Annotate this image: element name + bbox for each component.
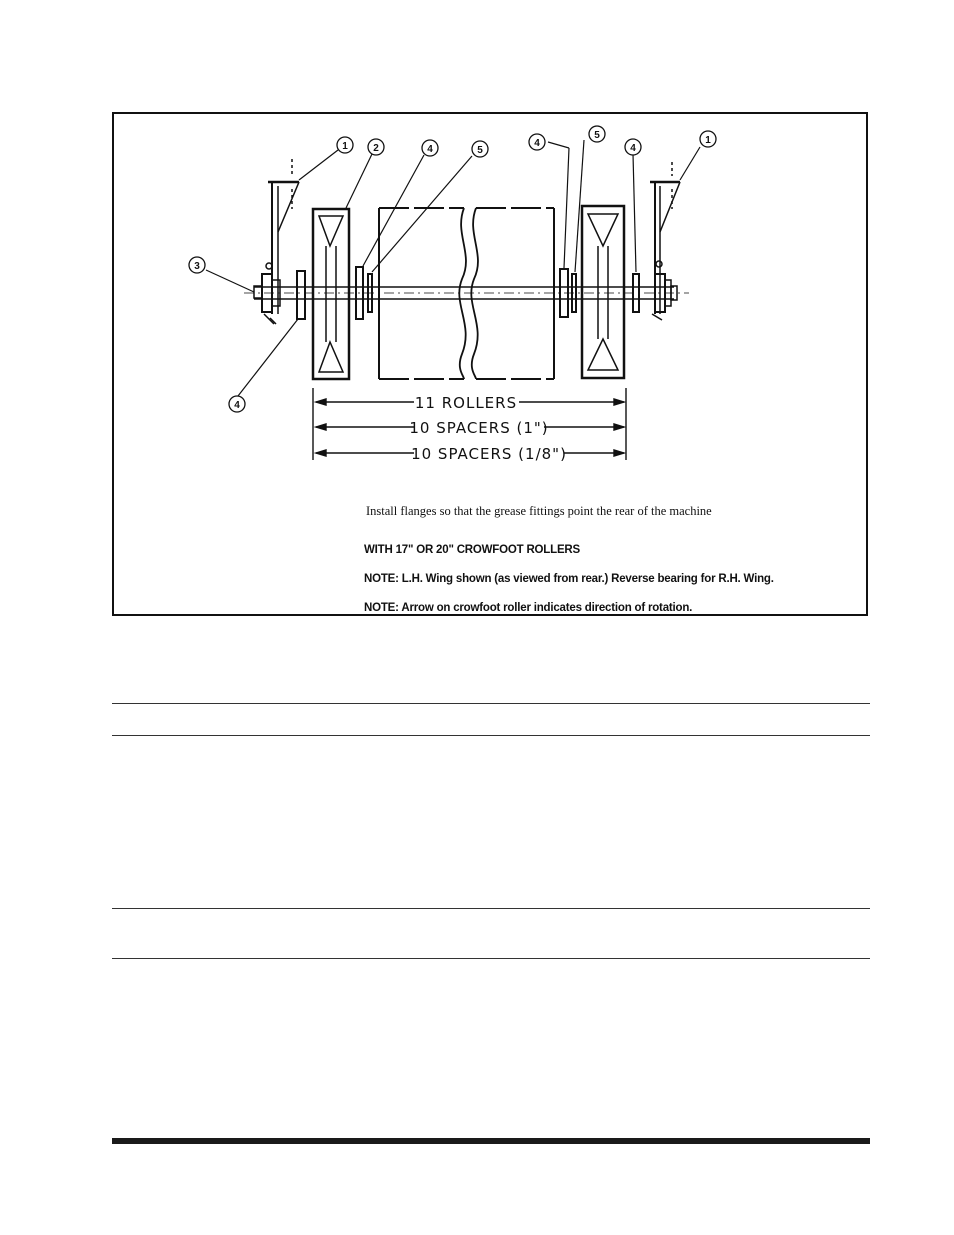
callout-5-right: 5 — [588, 125, 606, 143]
svg-text:2: 2 — [373, 143, 379, 154]
dim-label-spacers-1-8in: 10 SPACERS (1/8") — [411, 445, 567, 463]
svg-text:5: 5 — [594, 130, 600, 141]
left-crowfoot-roller — [311, 207, 351, 381]
svg-text:4: 4 — [234, 400, 240, 411]
svg-text:1: 1 — [342, 141, 348, 152]
table-rule-3 — [112, 908, 870, 909]
spacer-1in-b — [559, 268, 569, 318]
note-lh-wing: NOTE: L.H. Wing shown (as viewed from re… — [364, 573, 774, 585]
callout-4-bottom-left: 4 — [228, 395, 246, 413]
left-bearing — [253, 262, 281, 325]
spacer-1-8in-b — [571, 273, 577, 313]
leader-lines — [205, 139, 701, 397]
dimension-lines — [312, 388, 627, 460]
svg-text:3: 3 — [194, 261, 200, 272]
callout-4-top-left: 4 — [421, 139, 439, 157]
svg-text:5: 5 — [477, 145, 483, 156]
svg-text:4: 4 — [427, 144, 433, 155]
spacer-1in-a — [355, 266, 364, 320]
callout-1-right: 1 — [699, 130, 717, 148]
table-rule-1 — [112, 703, 870, 704]
callout-1-left: 1 — [336, 136, 354, 154]
left-spacer — [296, 270, 306, 320]
right-spacer — [632, 273, 640, 313]
svg-text:4: 4 — [630, 143, 636, 154]
callout-4-top-middle: 4 — [528, 133, 546, 151]
figure-frame: 1 2 4 5 4 5 4 1 3 4 11 ROLLERS 10 SPACER… — [112, 112, 868, 616]
callout-2: 2 — [367, 138, 385, 156]
svg-text:1: 1 — [705, 135, 711, 146]
dim-label-spacers-1in: 10 SPACERS (1") — [409, 419, 548, 437]
callout-3: 3 — [188, 256, 206, 274]
note-arrow-rotation: NOTE: Arrow on crowfoot roller indicates… — [364, 602, 693, 614]
roller-assembly-diagram: 1 2 4 5 4 5 4 1 3 4 11 ROLLERS 10 SPACER… — [188, 125, 717, 463]
right-crowfoot-roller — [580, 204, 626, 380]
svg-text:4: 4 — [534, 138, 540, 149]
callout-4-top-right: 4 — [624, 138, 642, 156]
callouts: 1 2 4 5 4 5 4 1 3 4 — [188, 125, 717, 413]
right-bracket — [650, 162, 681, 314]
spacer-1-8in-a — [367, 273, 373, 313]
note-crowfoot-size: WITH 17" OR 20" CROWFOOT ROLLERS — [364, 544, 580, 556]
dim-label-rollers: 11 ROLLERS — [415, 394, 517, 412]
footer-bar — [112, 1138, 870, 1144]
right-bearing — [651, 260, 678, 321]
install-instruction: Install flanges so that the grease fitti… — [366, 504, 712, 518]
table-rule-4 — [112, 958, 870, 959]
table-rule-2 — [112, 735, 870, 736]
axle — [244, 286, 689, 300]
callout-5-left: 5 — [471, 140, 489, 158]
